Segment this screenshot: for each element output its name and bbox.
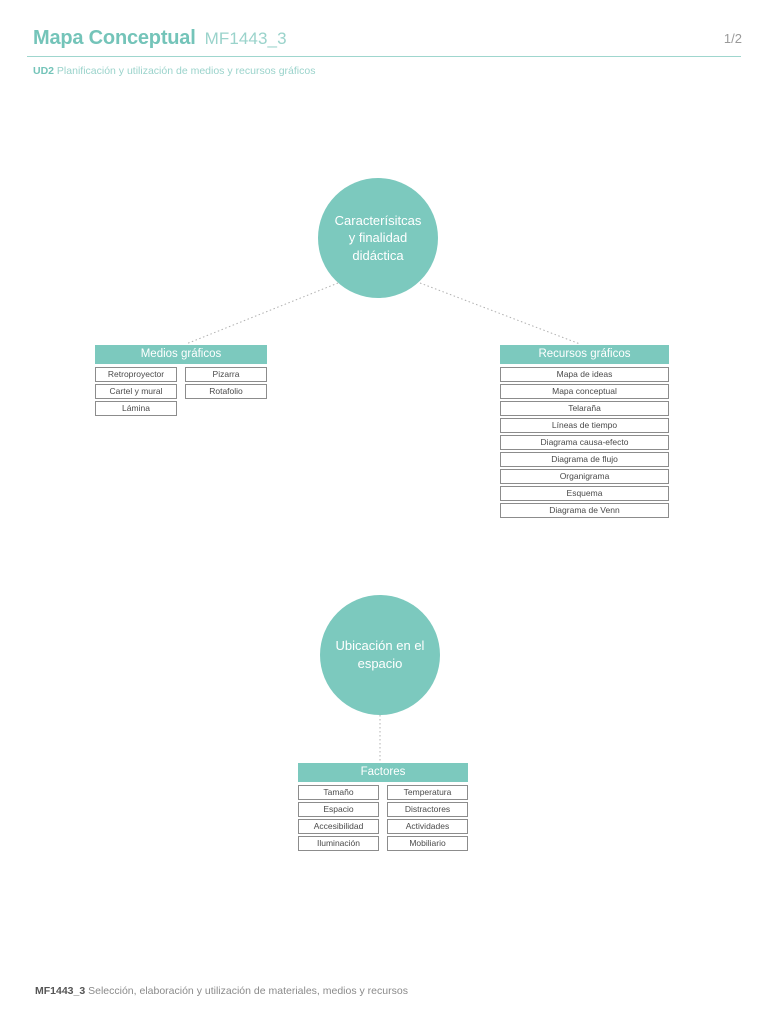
list-item[interactable]: Accesibilidad: [298, 819, 379, 834]
list-item[interactable]: Esquema: [500, 486, 669, 501]
group-columns: Retroproyector Cartel y mural Lámina Piz…: [95, 367, 267, 416]
list-item[interactable]: Diagrama de flujo: [500, 452, 669, 467]
list-item[interactable]: Iluminación: [298, 836, 379, 851]
subtitle-text: Planificación y utilización de medios y …: [54, 65, 316, 77]
subtitle-unit-code: UD2: [33, 65, 55, 77]
group-column: Mapa de ideas Mapa conceptual Telaraña L…: [500, 367, 669, 518]
page-indicator: 1/2: [723, 31, 742, 46]
group-column: Tamaño Espacio Accesibilidad Iluminación: [298, 785, 379, 851]
list-item[interactable]: Líneas de tiempo: [500, 418, 669, 433]
subtitle: UD2 Planificación y utilización de medio…: [33, 65, 315, 77]
group-header-recursos-graficos: Recursos gráficos: [500, 345, 669, 364]
list-item[interactable]: Diagrama de Venn: [500, 503, 669, 518]
group-medios-graficos: Medios gráficos Retroproyector Cartel y …: [95, 345, 267, 416]
page-title: Mapa Conceptual: [33, 27, 196, 49]
group-column: Retroproyector Cartel y mural Lámina: [95, 367, 177, 416]
footer-code: MF1443_3: [35, 985, 86, 997]
list-item[interactable]: Mapa de ideas: [500, 367, 669, 382]
group-column: Temperatura Distractores Actividades Mob…: [387, 785, 468, 851]
node-caracteristicas-finalidad-didactica[interactable]: Caracterísitcas y finalidad didáctica: [318, 178, 438, 298]
connector-caracteristicas-to-recursos: [419, 282, 581, 345]
list-item[interactable]: Distractores: [387, 802, 468, 817]
document-header: Mapa Conceptual MF1443_3 1/2 UD2 Planifi…: [0, 0, 768, 95]
node-ubicacion-en-el-espacio[interactable]: Ubicación en el espacio: [320, 595, 440, 715]
list-item[interactable]: Espacio: [298, 802, 379, 817]
list-item[interactable]: Rotafolio: [185, 384, 267, 399]
list-item[interactable]: Mapa conceptual: [500, 384, 669, 399]
list-item[interactable]: Lámina: [95, 401, 177, 416]
group-columns: Mapa de ideas Mapa conceptual Telaraña L…: [500, 367, 669, 518]
document-footer: MF1443_3 Selección, elaboración y utiliz…: [35, 985, 408, 997]
footer-text: Selección, elaboración y utilización de …: [85, 985, 408, 997]
group-recursos-graficos: Recursos gráficos Mapa de ideas Mapa con…: [500, 345, 669, 518]
list-item[interactable]: Retroproyector: [95, 367, 177, 382]
header-divider: [27, 56, 741, 57]
list-item[interactable]: Telaraña: [500, 401, 669, 416]
group-columns: Tamaño Espacio Accesibilidad Iluminación…: [298, 785, 468, 851]
list-item[interactable]: Tamaño: [298, 785, 379, 800]
list-item[interactable]: Organigrama: [500, 469, 669, 484]
document-code: MF1443_3: [204, 29, 287, 48]
group-header-factores: Factores: [298, 763, 468, 782]
list-item[interactable]: Actividades: [387, 819, 468, 834]
list-item[interactable]: Diagrama causa-efecto: [500, 435, 669, 450]
title-row: Mapa Conceptual MF1443_3: [33, 27, 287, 50]
list-item[interactable]: Temperatura: [387, 785, 468, 800]
list-item[interactable]: Cartel y mural: [95, 384, 177, 399]
group-header-medios-graficos: Medios gráficos: [95, 345, 267, 364]
group-factores: Factores Tamaño Espacio Accesibilidad Il…: [298, 763, 468, 851]
connector-caracteristicas-to-medios: [185, 282, 339, 345]
group-column: Pizarra Rotafolio: [185, 367, 267, 416]
list-item[interactable]: Pizarra: [185, 367, 267, 382]
list-item[interactable]: Mobiliario: [387, 836, 468, 851]
